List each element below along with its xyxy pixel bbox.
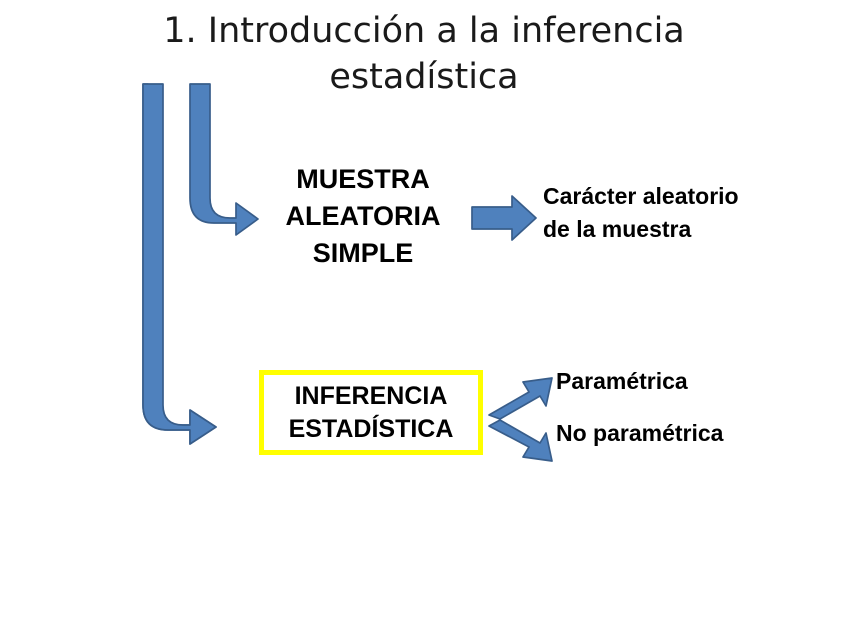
node-muestra-aleatoria-simple: MUESTRA ALEATORIA SIMPLE [285, 164, 441, 268]
elbow-arrow-to-inferencia-icon [142, 83, 217, 445]
node-caracter-aleatorio: Carácter aleatorio de la muestra [543, 183, 739, 242]
node-parametrica: Paramétrica [556, 368, 688, 394]
diagonal-arrow-to-parametrica-icon [488, 377, 553, 420]
node-inferencia-estadistica-box: INFERENCIA ESTADÍSTICA [259, 370, 483, 455]
node-no-parametrica: No paramétrica [556, 420, 724, 446]
diagonal-arrow-to-no-parametrica-icon [488, 419, 553, 462]
page-title: 1. Introducción a la inferencia estadíst… [163, 11, 685, 97]
straight-arrow-muestra-to-caracter-icon [471, 195, 537, 241]
node-inferencia-estadistica-label: INFERENCIA ESTADÍSTICA [288, 381, 454, 443]
